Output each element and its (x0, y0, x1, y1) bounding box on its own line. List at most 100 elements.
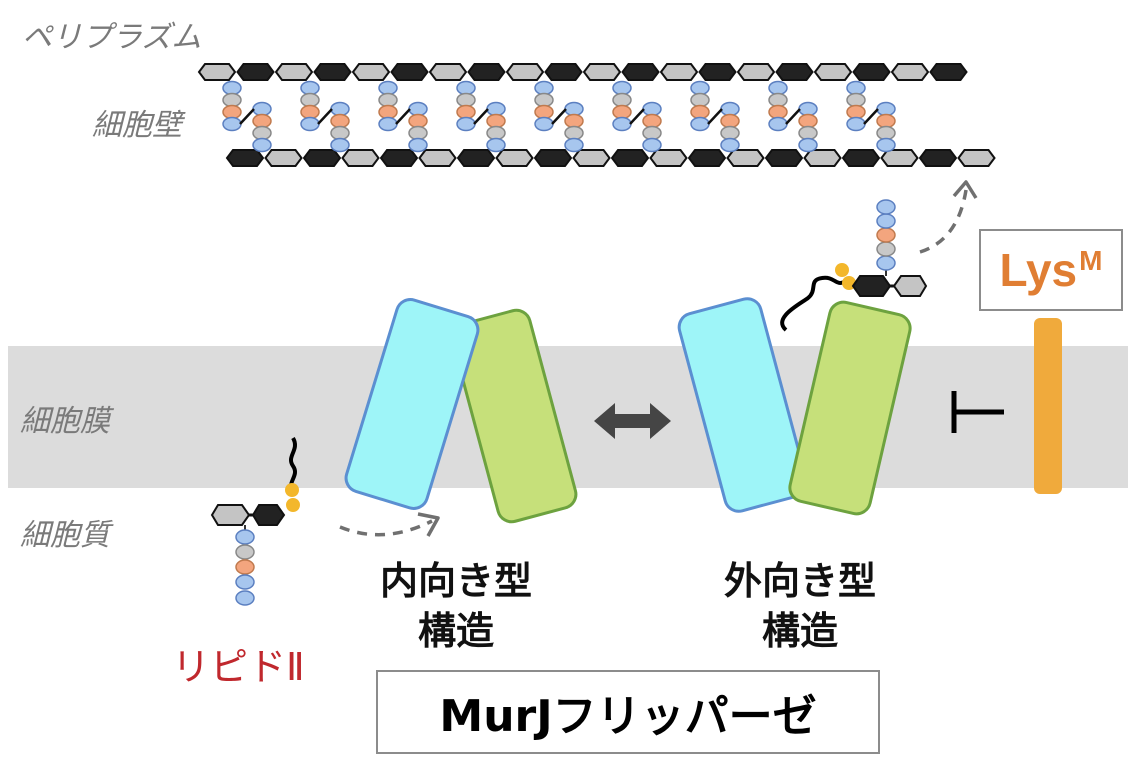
peptide-orange (768, 104, 788, 120)
peptide-blue (876, 255, 896, 271)
sugar-gray (813, 63, 853, 81)
sugar-black (251, 504, 286, 526)
inhibition-symbol (951, 391, 1004, 433)
peptide-orange (456, 104, 476, 120)
sugar-black (841, 149, 881, 167)
peptide-blue (378, 116, 398, 132)
peptide-blue (222, 80, 242, 96)
murj-outward-cyan-domain (677, 297, 809, 513)
peptide-blue (235, 574, 255, 590)
sugar-black (456, 149, 496, 167)
sugar-gray (880, 149, 919, 167)
peptide-gray (876, 241, 896, 257)
sugar-gray (274, 63, 314, 81)
sugar-gray (428, 63, 468, 81)
sugar-gray (726, 149, 765, 167)
cell-wall-peptidoglycan (197, 63, 996, 167)
peptide-orange (534, 104, 554, 120)
peptide-blue (768, 116, 788, 132)
peptide-orange (642, 113, 662, 129)
peptide-blue (720, 137, 740, 153)
peptide-blue (720, 101, 740, 117)
sugar-gray (572, 149, 611, 167)
murj-title: MurJフリッパーゼ (439, 691, 817, 742)
peptide-gray (720, 125, 740, 141)
lipid-ii-molecule (210, 436, 300, 606)
lipid-tail (780, 275, 845, 332)
peptide-blue (846, 80, 866, 96)
peptide-blue (876, 213, 896, 229)
peptide-blue (798, 101, 818, 117)
peptide-blue (235, 529, 255, 545)
peptide-gray (330, 125, 350, 141)
crosslink (863, 108, 879, 125)
peptide-orange (235, 559, 255, 575)
peptide-blue (534, 116, 554, 132)
sugar-black (236, 63, 275, 81)
sugar-gray (341, 149, 380, 167)
peptide-blue (534, 80, 554, 96)
peptide-blue (300, 80, 320, 96)
crosslink (395, 108, 411, 125)
peptide-orange (408, 113, 428, 129)
peptide-blue (768, 80, 788, 96)
sugar-gray (803, 149, 842, 167)
peptide-blue (612, 116, 632, 132)
sugar-gray (418, 149, 457, 167)
sugar-black (225, 149, 265, 167)
sugar-black (775, 63, 814, 81)
sugar-black (852, 63, 891, 81)
sugar-black (851, 275, 892, 297)
peptide-orange (252, 113, 272, 129)
peptide-blue (876, 199, 896, 215)
peptide-blue (642, 101, 662, 117)
crosslink (239, 108, 255, 125)
peptide-orange (876, 113, 896, 129)
peptide-blue (408, 101, 428, 117)
peptide-orange (564, 113, 584, 129)
peptide-orange (486, 113, 506, 129)
peptide-blue (252, 101, 272, 117)
peptide-blue (222, 116, 242, 132)
peptide-blue (456, 80, 476, 96)
crosslink (473, 108, 489, 125)
sugar-black (929, 63, 968, 81)
conformation-switch-arrow (594, 403, 671, 439)
peptide-orange (300, 104, 320, 120)
peptide-blue (486, 137, 506, 153)
peptide-blue (846, 116, 866, 132)
peptide-blue (612, 80, 632, 96)
peptide-gray (690, 92, 710, 108)
peptide-orange (876, 227, 896, 243)
peptide-orange (378, 104, 398, 120)
sugar-black (379, 149, 419, 167)
peptide-gray (222, 92, 242, 108)
murj-outward-facing (677, 297, 912, 516)
inward-state-line2: 構造 (417, 609, 494, 653)
sugar-black (698, 63, 737, 81)
sugar-gray (649, 149, 688, 167)
peptide-blue (564, 101, 584, 117)
peptide-blue (798, 137, 818, 153)
sugar-gray (736, 63, 776, 81)
lipid-ii-flipped (780, 199, 928, 332)
sugar-black (302, 149, 342, 167)
peptide-gray (300, 92, 320, 108)
lys-superscript: M (1079, 244, 1103, 276)
phosphate (285, 483, 299, 497)
peptide-blue (300, 116, 320, 132)
murj-inward-green-domain (450, 308, 578, 524)
peptide-blue (564, 137, 584, 153)
peptide-blue (876, 101, 896, 117)
peptide-blue (486, 101, 506, 117)
peptide-blue (330, 101, 350, 117)
dashed-arrow-entry (339, 512, 440, 537)
crosslink (707, 108, 723, 125)
lys-main-text: Lys (999, 244, 1078, 296)
sugar-gray (351, 63, 391, 81)
peptide-gray (876, 125, 896, 141)
inward-state-label: 内向き型 構造 (336, 556, 576, 656)
phosphate (835, 263, 849, 277)
peptide-blue (235, 590, 255, 606)
peptide-gray (408, 125, 428, 141)
